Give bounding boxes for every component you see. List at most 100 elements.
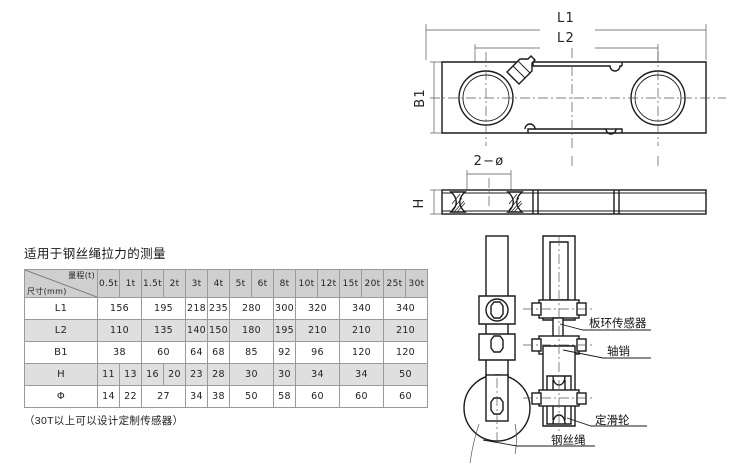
table-cell: 34	[185, 385, 208, 408]
corner-range-label: 量程(t)	[68, 271, 95, 280]
capacity-header-3t: 3t	[185, 269, 208, 298]
spec-note: （30T以上可以设计定制传感器）	[24, 415, 184, 427]
section-hatch-right	[506, 191, 524, 213]
table-cell: 120	[339, 341, 384, 364]
dimension-l2: L2	[474, 31, 659, 62]
dimension-h-label: H	[412, 198, 427, 209]
capacity-header-1_5t: 1.5t	[141, 269, 164, 298]
table-cell: 13	[119, 363, 142, 386]
table-cell: 58	[273, 385, 296, 408]
dimension-b1-label: B1	[413, 88, 428, 108]
table-cell: 16	[141, 363, 164, 386]
section-hatch-left	[449, 191, 467, 213]
table-cell: 210	[339, 319, 384, 342]
table-cell: 30	[229, 363, 274, 386]
callout-sensor-label: 板环传感器	[589, 316, 647, 330]
corner-dim-label: 尺寸(mm)	[27, 287, 67, 296]
capacity-header-5t: 5t	[229, 269, 252, 298]
table-cell: 156	[97, 297, 142, 320]
table-cell: 85	[229, 341, 274, 364]
table-cell: 150	[207, 319, 230, 342]
drawing-pulley-assembly: 板环传感器 轴销 定滑轮 钢丝绳	[455, 228, 751, 465]
table-cell: 235	[207, 297, 230, 320]
capacity-header-1t: 1t	[119, 269, 142, 298]
table-cell: 210	[383, 319, 428, 342]
table-cell: 27	[141, 385, 186, 408]
table-cell: 218	[185, 297, 208, 320]
table-cell: 135	[141, 319, 186, 342]
table-cell: 195	[273, 319, 296, 342]
callout-sensor: 板环传感器	[559, 316, 651, 331]
dimension-h: H	[412, 189, 442, 215]
dimension-l2-label: L2	[557, 31, 575, 46]
table-cell: 60	[339, 385, 384, 408]
capacity-header-8t: 8t	[273, 269, 296, 298]
capacity-header-25t: 25t	[383, 269, 406, 298]
table-cell: 64	[185, 341, 208, 364]
table-cell: 340	[383, 297, 428, 320]
drawing-top-view: L1 L2 B1	[410, 0, 751, 150]
table-cell: 50	[229, 385, 274, 408]
capacity-header-2t: 2t	[163, 269, 186, 298]
table-cell: 34	[339, 363, 384, 386]
capacity-header-12t: 12t	[317, 269, 340, 298]
callout-rope: 钢丝绳	[482, 433, 595, 447]
capacity-header-15t: 15t	[339, 269, 362, 298]
diagonal-divider-icon	[25, 270, 97, 297]
capacity-header-4t: 4t	[207, 269, 230, 298]
table-cell: 34	[295, 363, 340, 386]
row-label-l1: L1	[24, 297, 98, 320]
table-cell: 14	[97, 385, 120, 408]
table-cell: 28	[207, 363, 230, 386]
table-cell: 320	[295, 297, 340, 320]
spec-title: 适用于钢丝绳拉力的测量	[24, 247, 166, 261]
dimension-holes: 2−ø	[466, 154, 512, 190]
table-cell: 60	[383, 385, 428, 408]
dimension-l1: L1	[425, 11, 707, 60]
callout-rope-label: 钢丝绳	[551, 433, 586, 447]
table-cell: 23	[185, 363, 208, 386]
table-cell: 300	[273, 297, 296, 320]
dimension-l1-label: L1	[557, 11, 575, 26]
dimension-holes-label: 2−ø	[474, 154, 505, 169]
dimension-b1: B1	[413, 61, 442, 134]
drawing-side-view: 2−ø H	[410, 148, 751, 230]
capacity-header-20t: 20t	[361, 269, 384, 298]
table-cell: 280	[229, 297, 274, 320]
table-cell: 92	[273, 341, 296, 364]
table-cell: 22	[119, 385, 142, 408]
capacity-header-0_5t: 0.5t	[97, 269, 120, 298]
pulley-side-elevation	[463, 235, 531, 464]
capacity-header-30t: 30t	[405, 269, 428, 298]
table-cell: 340	[339, 297, 384, 320]
sensor-body-outline	[441, 61, 707, 135]
row-label-h: H	[24, 363, 98, 386]
table-cell: 38	[97, 341, 142, 364]
capacity-header-10t: 10t	[295, 269, 318, 298]
pulley-front-elevation	[523, 235, 595, 432]
sensor-side-profile	[441, 189, 707, 215]
table-cell: 120	[383, 341, 428, 364]
table-cell: 20	[163, 363, 186, 386]
table-cell: 11	[97, 363, 120, 386]
callout-pin: 轴销	[562, 344, 651, 359]
row-label-l2: L2	[24, 319, 98, 342]
capacity-header-6t: 6t	[251, 269, 274, 298]
cable-connector-icon	[506, 55, 536, 85]
row-label-b1: B1	[24, 341, 98, 364]
table-cell: 68	[207, 341, 230, 364]
table-cell: 195	[141, 297, 186, 320]
table-cell: 180	[229, 319, 274, 342]
callout-sheave-label: 定滑轮	[595, 413, 630, 427]
table-cell: 30	[273, 363, 296, 386]
table-cell: 38	[207, 385, 230, 408]
